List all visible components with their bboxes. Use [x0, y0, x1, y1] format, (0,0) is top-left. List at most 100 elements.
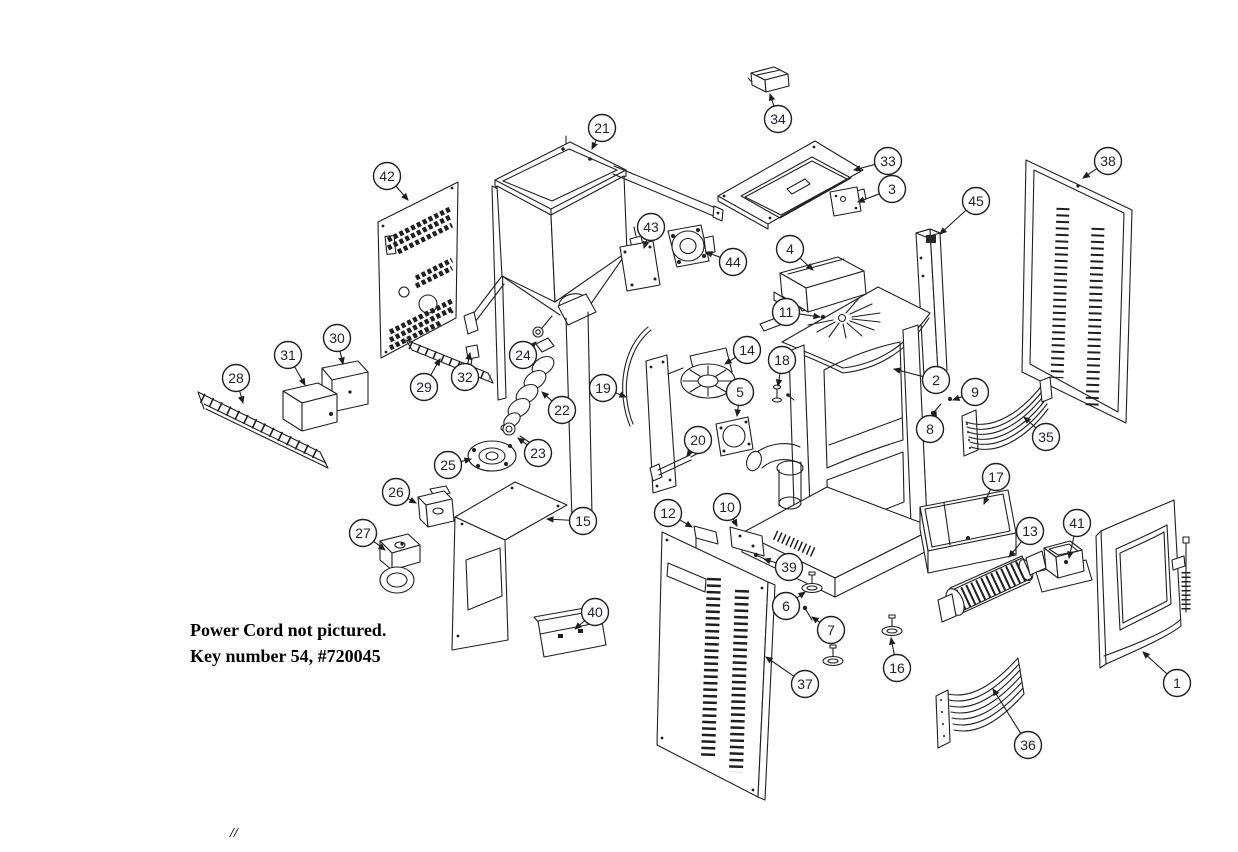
- callout-14: [732, 335, 762, 365]
- callout-37: [790, 669, 820, 699]
- callout-4-number: 4: [786, 241, 794, 257]
- callout-25-number: 25: [440, 457, 456, 473]
- callout-21: [587, 113, 617, 143]
- note-line-1: Power Cord not pictured.: [190, 620, 387, 640]
- callout-27-leader: [373, 540, 386, 551]
- callout-21-leader: [591, 139, 598, 150]
- part-heat-duct: [773, 256, 867, 313]
- part-screw-8: [930, 403, 942, 416]
- callout-36-number: 36: [1020, 737, 1036, 753]
- part-door-handle: [1171, 536, 1191, 613]
- callout-36: [1013, 730, 1043, 760]
- callout-32-number: 32: [457, 369, 473, 385]
- callout-33: [873, 146, 903, 176]
- callout-5: [725, 377, 755, 407]
- callout-29-number: 29: [416, 379, 432, 395]
- callout-10-leader: [731, 518, 738, 527]
- callout-30: [322, 323, 352, 353]
- callout-6: [771, 591, 801, 621]
- callout-13: [1015, 516, 1045, 546]
- callout-33-leader: [852, 163, 876, 172]
- callout-14-leader: [724, 356, 736, 365]
- callout-41-leader: [1067, 536, 1075, 560]
- callout-28-leader: [238, 390, 245, 405]
- callout-30-leader: [338, 351, 345, 366]
- callout-1-number: 1: [1173, 675, 1181, 691]
- callout-44-number: 44: [725, 254, 741, 270]
- callout-32: [450, 362, 480, 392]
- callout-43-number: 43: [643, 219, 659, 235]
- callout-26-number: 26: [388, 484, 404, 500]
- callout-15-number: 15: [575, 513, 591, 529]
- callout-19: [588, 373, 618, 403]
- callout-3-leader: [856, 193, 880, 203]
- callout-15-leader: [545, 516, 570, 523]
- callout-16-number: 16: [889, 660, 905, 676]
- callout-36-leader: [992, 688, 1022, 734]
- callout-39-leader: [762, 557, 777, 565]
- callout-31: [273, 340, 303, 370]
- callout-38-number: 38: [1100, 153, 1116, 169]
- callout-16-leader: [889, 636, 896, 655]
- callout-45: [961, 186, 991, 216]
- sunburst-vents: [807, 297, 881, 339]
- callout-28-number: 28: [228, 370, 244, 386]
- callout-42-number: 42: [379, 168, 395, 184]
- part-auger: [500, 337, 555, 433]
- callout-24-leader: [528, 341, 537, 350]
- callout-2-leader: [892, 367, 924, 378]
- callout-20-leader: [686, 448, 694, 457]
- callout-26: [381, 477, 411, 507]
- callout-1: [1162, 668, 1192, 698]
- callout-4-leader: [799, 257, 814, 271]
- part-heat-shield: [451, 481, 568, 651]
- callout-22-leader: [541, 391, 553, 402]
- callout-18-leader: [775, 373, 783, 388]
- callout-16: [882, 653, 912, 683]
- callout-39-number: 39: [781, 559, 797, 575]
- part-grille-lower: [935, 657, 1025, 749]
- part-bolt: [532, 315, 553, 338]
- part-stove-body: [741, 286, 936, 598]
- part-top-plate: [717, 140, 864, 230]
- part-hopper: [463, 135, 724, 526]
- callout-37-leader: [765, 656, 795, 677]
- callout-29-leader: [430, 358, 441, 376]
- callout-20: [683, 425, 713, 455]
- callout-28: [221, 363, 251, 393]
- part-support-post: [915, 228, 948, 377]
- callout-30-number: 30: [329, 330, 345, 346]
- part-exhaust-motor: [667, 224, 716, 268]
- callout-34: [763, 104, 793, 134]
- callout-8: [915, 414, 945, 444]
- callout-24: [508, 340, 538, 370]
- callout-12: [653, 498, 683, 528]
- callout-31-leader: [294, 366, 306, 386]
- callout-11-leader: [799, 312, 822, 320]
- callout-9: [960, 377, 990, 407]
- callout-38-leader: [1082, 168, 1098, 179]
- part-lock-handle: [747, 66, 790, 93]
- part-front-panel: [656, 531, 776, 801]
- callout-14-number: 14: [739, 342, 755, 358]
- callout-12-number: 12: [660, 505, 676, 521]
- part-bracket-small: [417, 485, 455, 528]
- callout-9-number: 9: [971, 384, 979, 400]
- callout-3-number: 3: [888, 181, 896, 197]
- callout-41: [1062, 508, 1092, 538]
- callout-31-number: 31: [280, 347, 296, 363]
- part-control-box: [282, 382, 338, 432]
- part-narrow-panel: [645, 354, 677, 494]
- callout-1-leader: [1142, 651, 1168, 675]
- callout-19-leader: [615, 391, 628, 398]
- callout-45-leader: [939, 209, 967, 235]
- note: Power Cord not pictured. Key number 54, …: [190, 617, 386, 669]
- callout-24-number: 24: [515, 347, 531, 363]
- callout-40: [580, 597, 610, 627]
- callout-18: [767, 345, 797, 375]
- callout-8-leader: [930, 409, 938, 419]
- part-nut: [502, 422, 530, 443]
- callout-18-number: 18: [774, 352, 790, 368]
- callout-22: [547, 395, 577, 425]
- part-ash-box: [919, 489, 1017, 574]
